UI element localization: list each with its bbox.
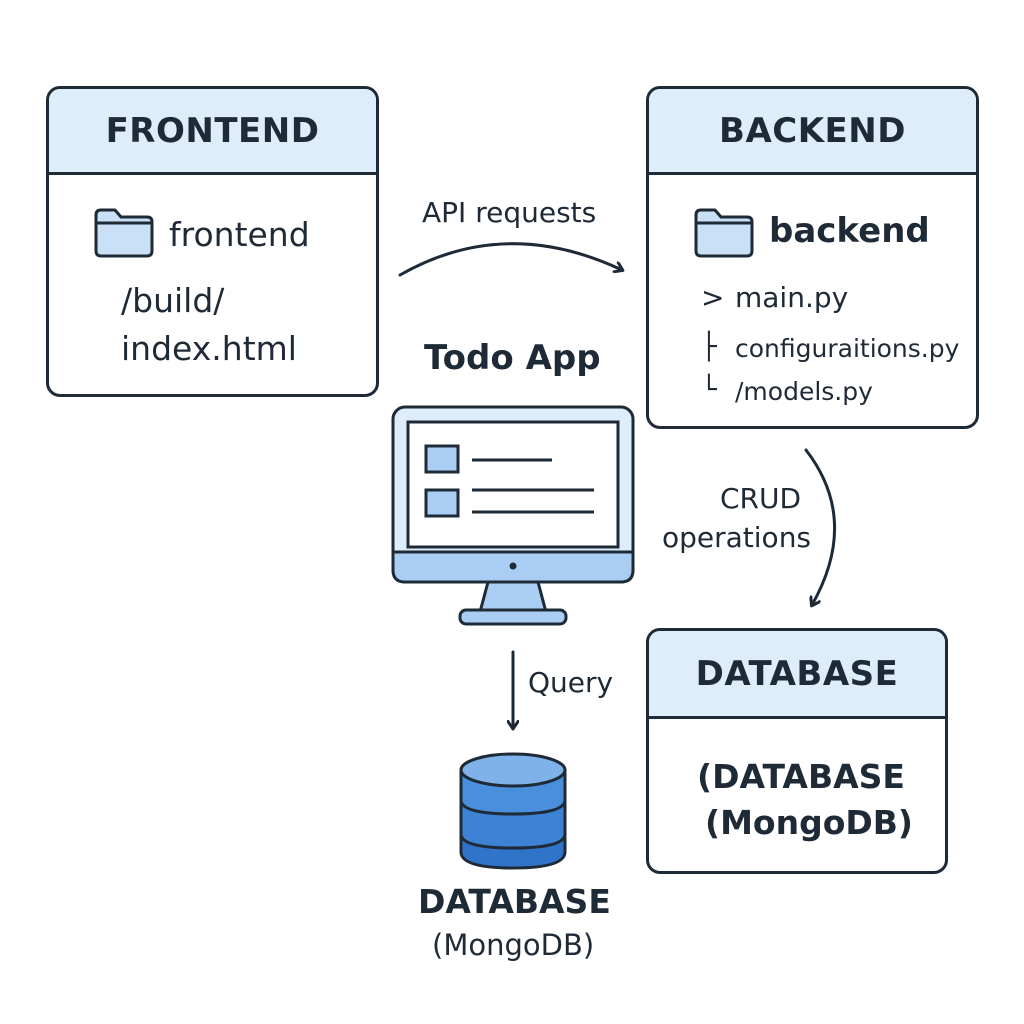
backend-folder-label: backend [769, 211, 930, 251]
frontend-box: FRONTEND frontend /build/ index.html [46, 86, 379, 397]
backend-file-config: configuraitions.py [735, 334, 960, 363]
folder-icon [694, 208, 754, 258]
folder-icon [94, 208, 154, 258]
database-title: DATABASE [649, 631, 945, 719]
database-box-line1: (DATABASE [697, 757, 905, 796]
database-icon [459, 752, 567, 870]
app-title: Todo App [424, 338, 601, 378]
backend-file-prefix: > [701, 281, 725, 314]
query-label: Query [528, 666, 614, 699]
frontend-folder-label: frontend [169, 215, 310, 254]
api-requests-arrow [398, 242, 622, 277]
backend-file-models: /models.py [735, 377, 873, 406]
frontend-title: FRONTEND [49, 89, 376, 175]
api-requests-label: API requests [422, 196, 597, 229]
backend-file-prefix: └ [701, 375, 717, 405]
crud-operations-arrow [804, 448, 836, 605]
crud-label-line1: CRUD [720, 482, 802, 515]
backend-box: BACKEND backend > main.py ├ configuraiti… [646, 86, 979, 429]
frontend-path-line2: index.html [121, 329, 297, 368]
crud-label-line2: operations [662, 521, 812, 554]
database-icon-title: DATABASE [418, 882, 611, 921]
backend-file-prefix: ├ [701, 332, 717, 362]
monitor-icon [391, 405, 635, 626]
database-box: DATABASE (DATABASE (MongoDB) [646, 628, 948, 874]
backend-file-main: main.py [735, 281, 849, 314]
database-box-line2: (MongoDB) [705, 803, 914, 842]
database-icon-subtitle: (MongoDB) [432, 928, 595, 962]
frontend-path-line1: /build/ [121, 281, 225, 320]
backend-title: BACKEND [649, 89, 976, 175]
